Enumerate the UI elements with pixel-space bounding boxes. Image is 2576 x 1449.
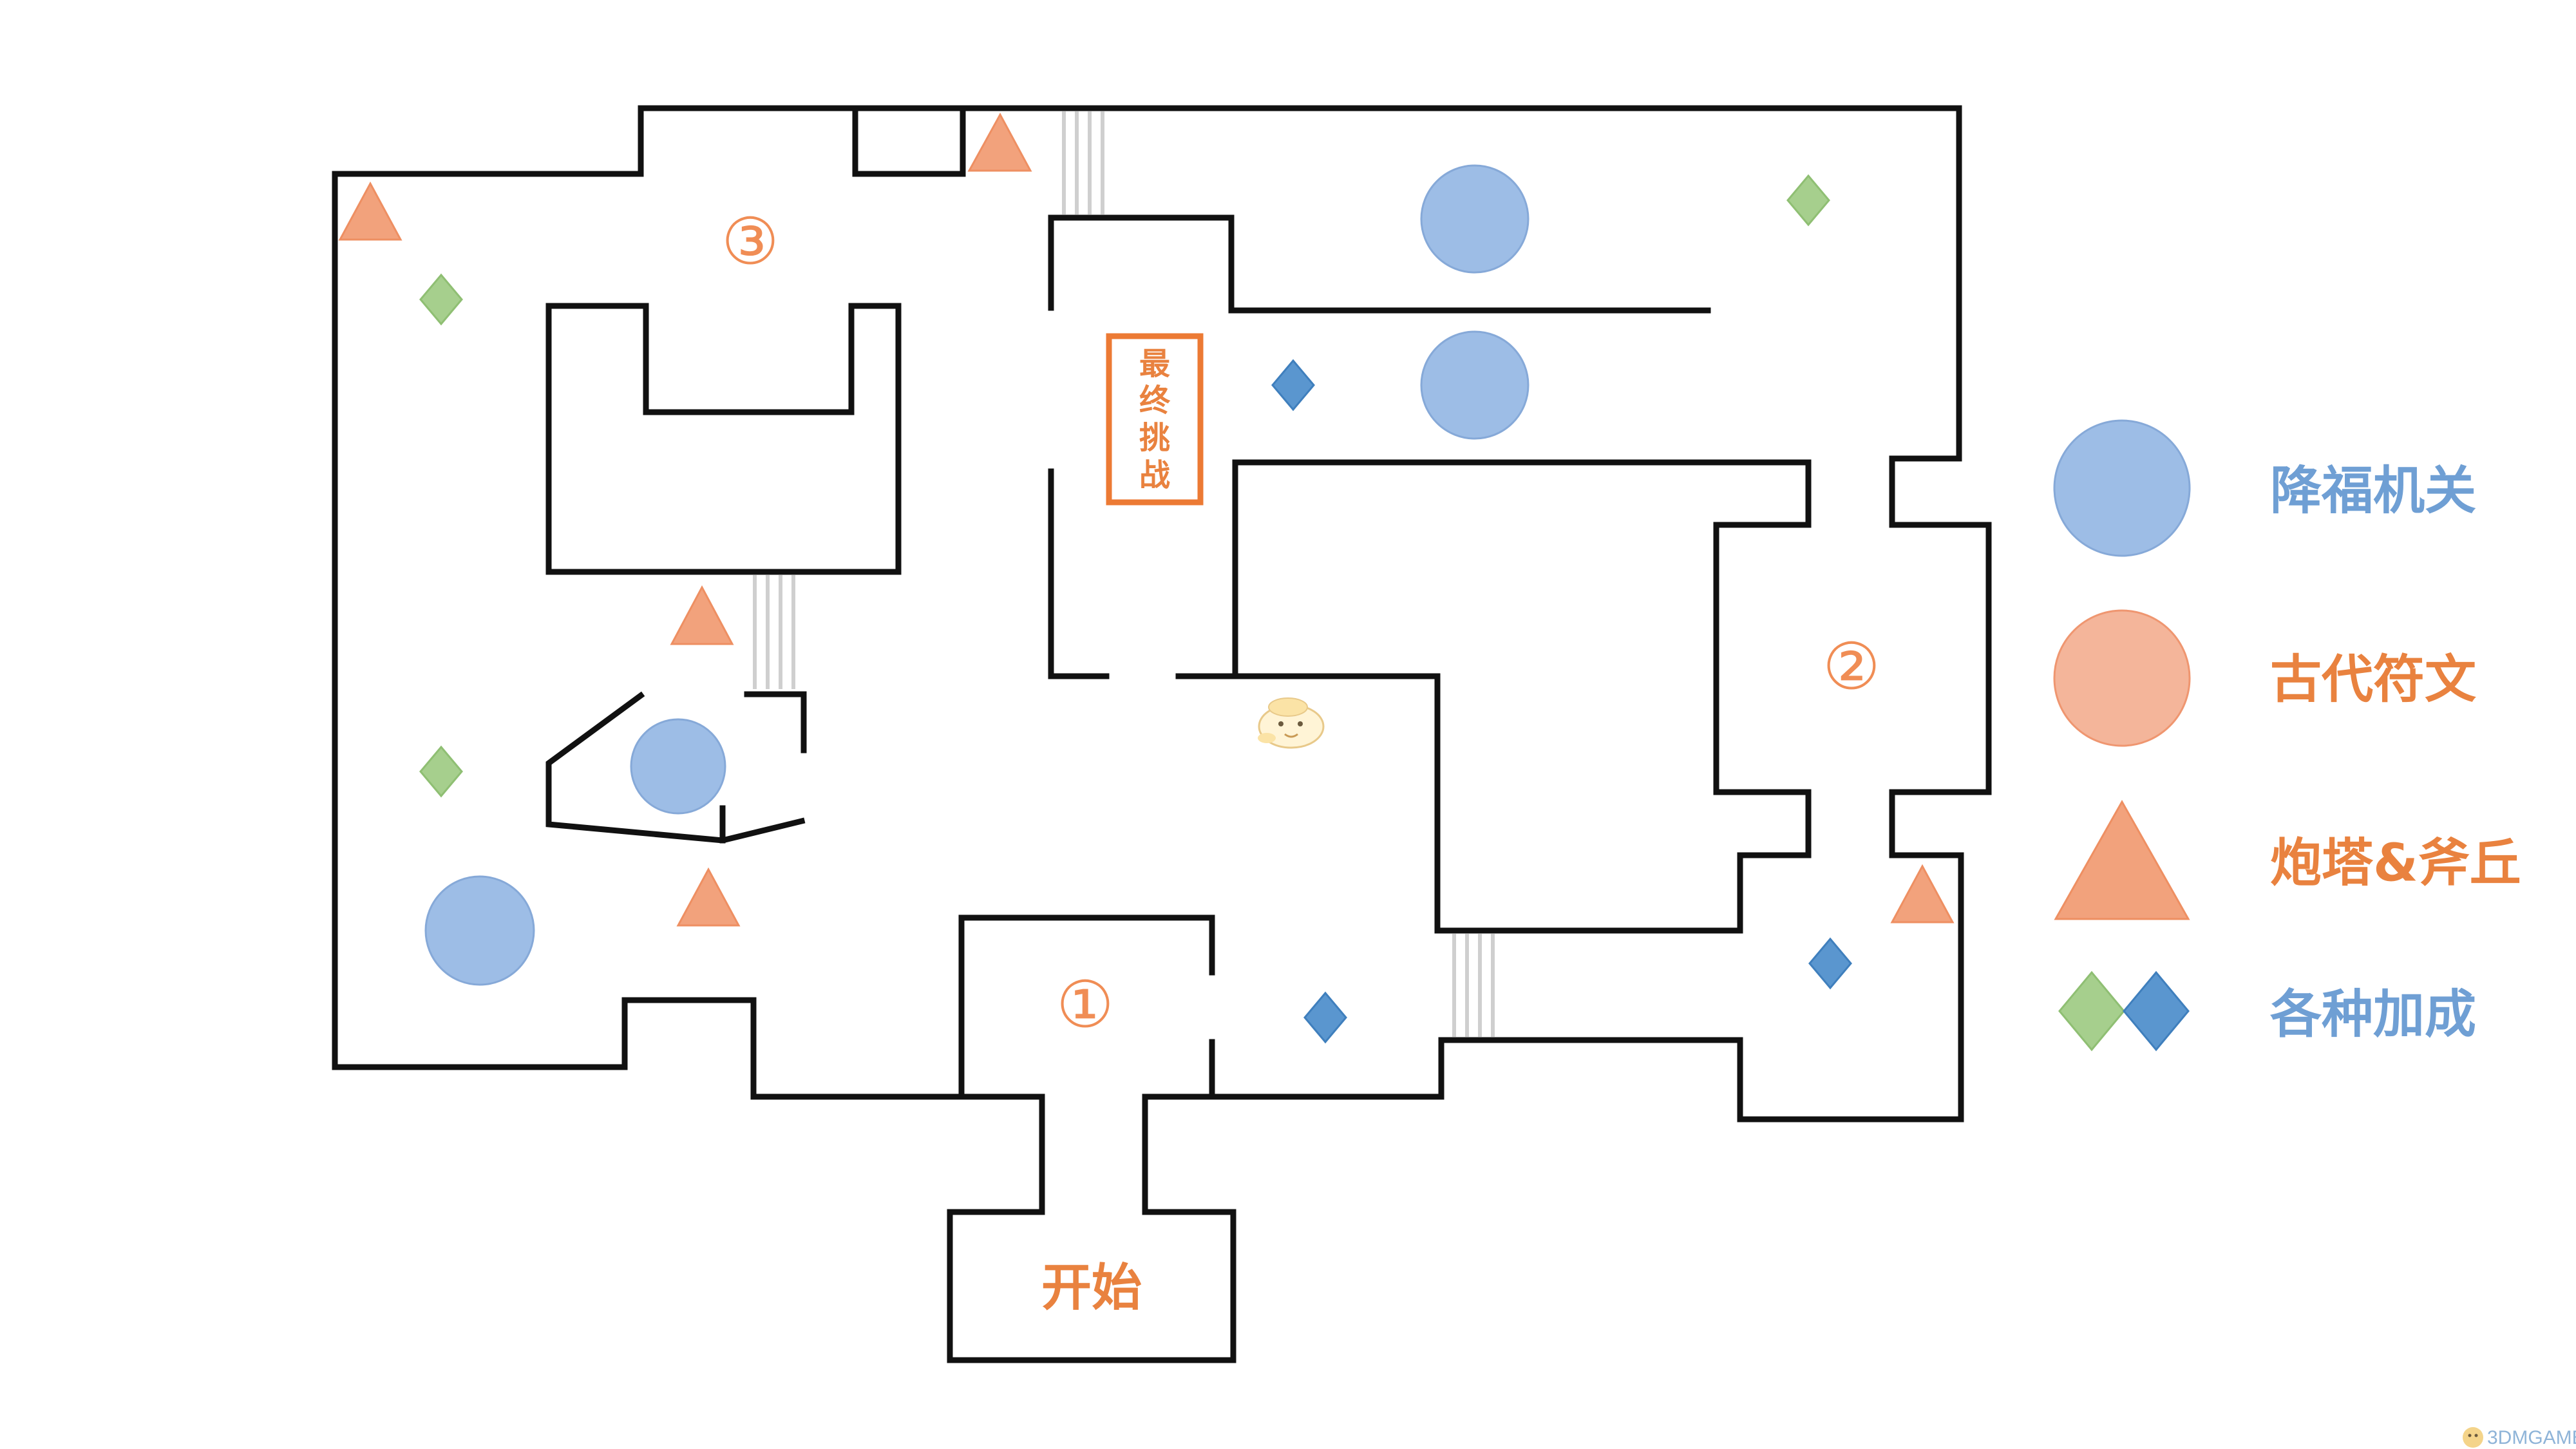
turret-triangle <box>670 585 734 645</box>
wall-central-right <box>1175 459 1812 934</box>
legend-bonus-green-icon <box>2058 971 2125 1052</box>
legend-turret-icon <box>2054 799 2190 920</box>
watermark-text: 3DMGAME <box>2487 1427 2576 1448</box>
wall-zone3-inner <box>545 303 902 575</box>
wall-zone1-left <box>958 914 1215 1040</box>
3dm-logo-icon <box>2463 1427 2483 1448</box>
final-challenge: 最 终 挑 战 <box>1106 333 1204 506</box>
blessing-circle <box>1420 330 1530 440</box>
bonus-diamond-blue <box>1808 937 1852 990</box>
stairs-mid-left <box>753 575 795 689</box>
wall-right-upper <box>1209 734 1992 1122</box>
chick-mascot-icon <box>1258 697 1325 749</box>
legend-label-rune: 古代符文 <box>2270 650 2476 710</box>
walls <box>332 105 1992 1363</box>
blessing-circle <box>630 718 726 815</box>
legend-blessing-icon <box>2053 419 2191 557</box>
zone-marker-1: ① <box>1056 967 1114 1043</box>
stairs-top <box>1062 111 1104 214</box>
bonus-diamond-green <box>419 273 463 326</box>
start-label: 开始 <box>1041 1259 1142 1317</box>
legend-label-blessing: 降福机关 <box>2270 461 2476 521</box>
wall-outer-left <box>852 105 966 177</box>
turret-triangle <box>338 181 402 241</box>
wall-central-left-lower <box>1048 468 1110 679</box>
watermark: 3DMGAME <box>2463 1427 2576 1448</box>
legend-bonus-blue-icon <box>2123 971 2190 1052</box>
turret-triangle <box>967 112 1032 172</box>
turret-triangle <box>1890 864 1955 923</box>
final-challenge-char: 终 <box>1139 383 1171 419</box>
bonus-diamond-green <box>1786 174 1830 227</box>
turret-triangle <box>676 867 741 927</box>
blessing-circle <box>1420 164 1530 274</box>
wall-outer-top-right <box>960 105 1992 741</box>
final-challenge-box <box>1106 333 1204 506</box>
blessing-mechanisms <box>424 164 1530 986</box>
final-challenge-char: 挑 <box>1139 420 1170 456</box>
bonus-diamond-blue <box>1271 359 1315 412</box>
bonus-diamond-green <box>419 745 463 798</box>
bonuses <box>419 174 1852 1044</box>
bonus-diamond-blue <box>1303 991 1347 1044</box>
wall-bracket-right <box>744 691 807 753</box>
wall-bracket-left <box>545 691 806 844</box>
zone-marker-2: ② <box>1823 629 1880 705</box>
zone-marker-3: ③ <box>721 204 779 279</box>
blessing-circle <box>424 875 535 986</box>
turrets-axes <box>338 112 1955 927</box>
wall-central-top <box>1048 214 1711 314</box>
legend-label-turret: 炮塔&斧丘 <box>2270 833 2521 893</box>
final-challenge-char: 战 <box>1139 457 1170 493</box>
legend: 降福机关 古代符文 炮塔&斧丘 各种加成 <box>2053 419 2521 1052</box>
wall-entrance-left <box>947 1094 1236 1363</box>
legend-rune-icon <box>2053 609 2191 747</box>
legend-label-bonus: 各种加成 <box>2270 985 2476 1045</box>
wall-outer-top-left <box>332 105 966 1100</box>
final-challenge-char: 最 <box>1139 346 1170 382</box>
stairs-mid-right <box>1452 934 1495 1037</box>
